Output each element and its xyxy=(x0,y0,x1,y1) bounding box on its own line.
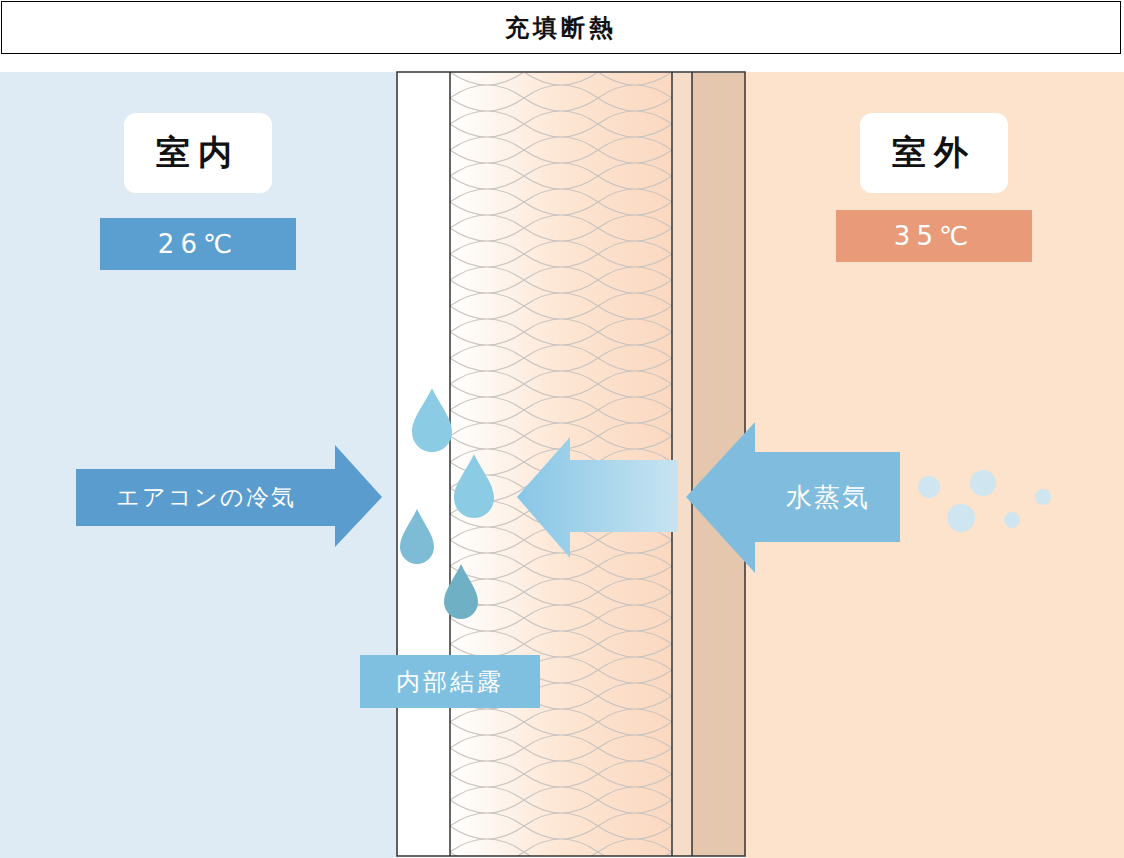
arrow-body xyxy=(76,445,382,547)
title-box: 充填断熱 xyxy=(1,1,1121,54)
node-text: 水蒸気 xyxy=(786,480,870,515)
arrow-body xyxy=(686,422,900,573)
cold-air-arrow: エアコンの冷気 xyxy=(76,445,382,547)
node-text: 室外 xyxy=(892,130,976,176)
vapor-arrow xyxy=(517,437,678,558)
vapor-bubbles xyxy=(918,470,1051,532)
room-label-box: 室外 xyxy=(860,113,1008,193)
title-text: 充填断熱 xyxy=(505,12,617,44)
node-text: 26℃ xyxy=(158,229,238,259)
water-vapor-arrow: 水蒸気 xyxy=(686,422,900,573)
temperature-box: 35℃ xyxy=(836,210,1032,262)
arrow-text-area: エアコンの冷気 xyxy=(76,469,335,526)
node-text: 35℃ xyxy=(894,221,974,251)
arrow-text-area: 水蒸気 xyxy=(755,452,900,542)
interior-board xyxy=(398,73,450,856)
node-text: 室内 xyxy=(156,130,240,176)
node-text: 内部結露 xyxy=(396,666,504,698)
condensation-label-box: 内部結露 xyxy=(360,655,540,708)
droplets xyxy=(400,388,494,619)
node-text: エアコンの冷気 xyxy=(116,482,296,513)
indoor-ground xyxy=(0,72,398,858)
wall-lines xyxy=(397,72,745,856)
temperature-box: 26℃ xyxy=(100,218,296,270)
room-label-box: 室内 xyxy=(124,113,272,193)
